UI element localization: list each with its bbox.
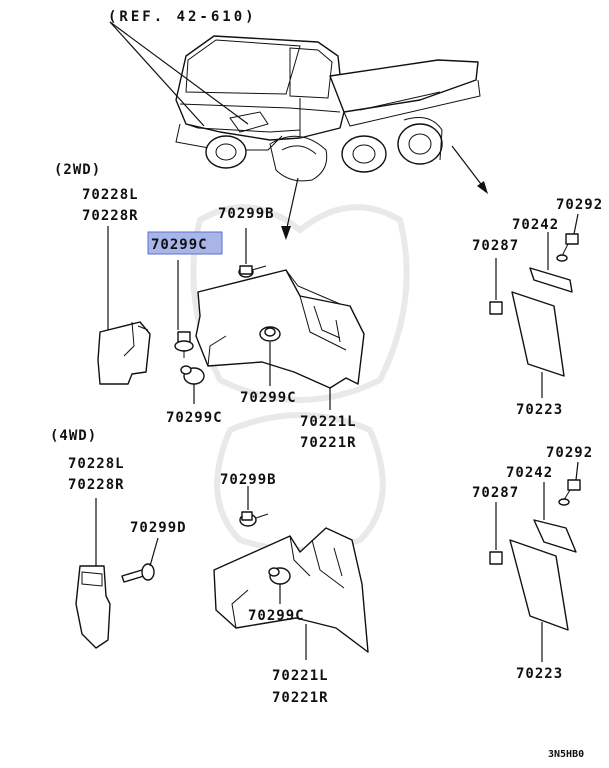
rear-bolt-top: [556, 233, 579, 262]
label-70223-bottom: 70223: [516, 666, 563, 682]
label-70228r-4wd: 70228R: [68, 477, 125, 493]
label-70292-bottom: 70292: [546, 445, 593, 461]
bolt-70299c-top: [174, 331, 194, 358]
label-70223-top: 70223: [516, 402, 563, 418]
section-4wd: (4WD): [50, 428, 97, 444]
label-70292-top: 70292: [556, 197, 603, 213]
label-70299d: 70299D: [130, 520, 187, 536]
label-70299c-center: 70299C: [240, 390, 297, 406]
rear-nut-bottom: [489, 551, 503, 565]
label-70299c-lower: 70299C: [166, 410, 223, 426]
label-70287-top: 70287: [472, 238, 519, 254]
reference-label: (REF. 42-610): [108, 9, 257, 25]
label-70299c-highlight[interactable]: 70299C: [151, 237, 208, 253]
label-70287-bottom: 70287: [472, 485, 519, 501]
rear-bracket-top: [529, 267, 573, 293]
rear-bolt-bottom: [558, 479, 581, 506]
footer-code: 3N5HB0: [548, 749, 584, 760]
section-2wd: (2WD): [54, 162, 101, 178]
mudguard-4wd: [75, 565, 111, 649]
label-70242-top: 70242: [512, 217, 559, 233]
label-70242-bottom: 70242: [506, 465, 553, 481]
label-70228l-4wd: 70228L: [68, 456, 125, 472]
splash-shield-4wd: [213, 527, 369, 653]
label-70221l-4wd: 70221L: [272, 668, 329, 684]
label-70299c-4wd: 70299C: [248, 608, 305, 624]
bolt-70299c-center: [259, 326, 281, 342]
bolt-70299b-2wd: [238, 265, 267, 278]
bolt-70299c-4wd: [268, 567, 291, 585]
label-70221l-2wd: 70221L: [300, 414, 357, 430]
rear-bracket-bottom: [533, 519, 577, 553]
label-70299b-2wd: 70299B: [218, 206, 275, 222]
splash-shield-2wd: [195, 269, 365, 389]
label-70221r-2wd: 70221R: [300, 435, 357, 451]
mudguard-2wd: [97, 321, 151, 385]
truck-illustration: [175, 35, 481, 182]
rear-flap-top: [511, 291, 565, 377]
label-70228l-2wd: 70228L: [82, 187, 139, 203]
bolt-70299b-4wd: [239, 511, 269, 527]
rear-flap-bottom: [509, 539, 569, 631]
watermark: [190, 204, 410, 553]
rear-nut-top: [489, 301, 503, 315]
label-70221r-4wd: 70221R: [272, 690, 329, 706]
label-70299b-4wd: 70299B: [220, 472, 277, 488]
highlight-box: [147, 231, 223, 255]
bolt-70299c-lower: [180, 365, 205, 385]
bolt-70299d: [121, 563, 155, 583]
label-70228r-2wd: 70228R: [82, 208, 139, 224]
